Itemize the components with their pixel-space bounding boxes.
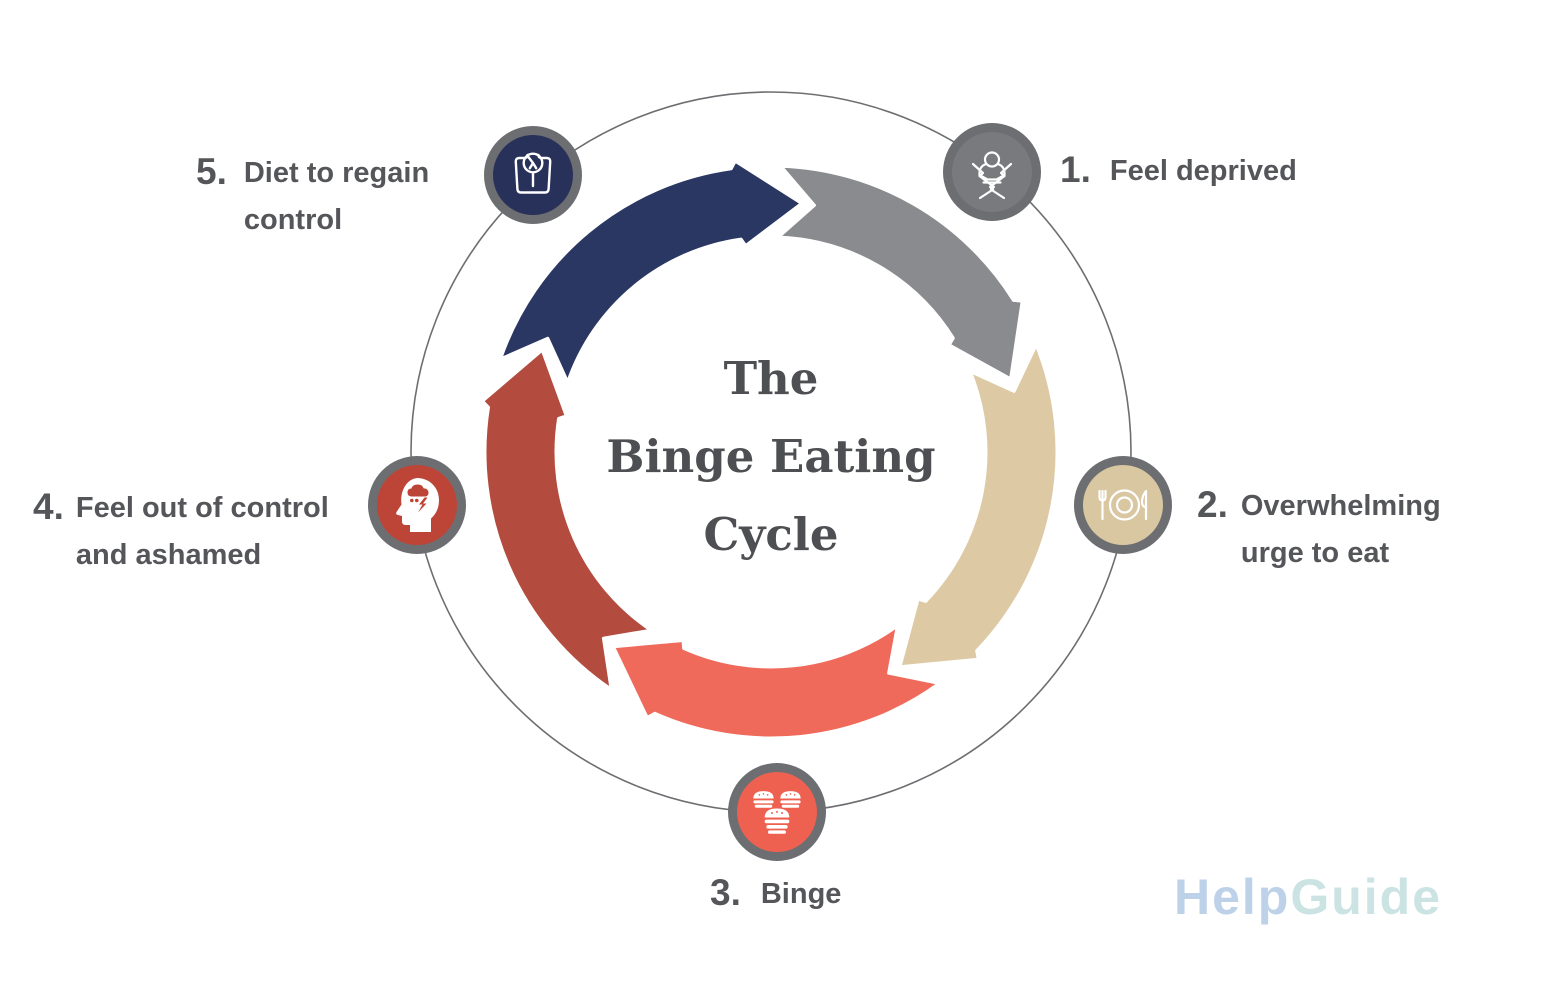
title-line-1: The — [723, 352, 819, 405]
logo-help-text: Help — [1174, 869, 1291, 925]
step-2-text-line-2: urge to eat — [1240, 537, 1390, 569]
step-3-number: 3. — [710, 872, 741, 913]
arrow-segment-4 — [481, 348, 653, 691]
step-1-text: Feel deprived — [1109, 155, 1297, 187]
step-2-label: 2. Overwhelming urge to eat — [1197, 483, 1441, 577]
logo-guide-text: Guide — [1290, 869, 1443, 925]
step-5-text-line-2: control — [243, 204, 343, 236]
step-5-text-line-1: Diet to regain — [243, 157, 430, 189]
weight-scale-icon — [514, 152, 552, 194]
badge-fill — [1083, 465, 1163, 545]
burgers-icon — [753, 791, 801, 834]
helpguide-logo: HelpGuide — [1174, 872, 1442, 922]
step-2-number: 2. — [1197, 484, 1228, 525]
step-3-badge — [728, 763, 826, 861]
title-line-3: Cycle — [703, 508, 839, 561]
step-5-number: 5. — [196, 151, 227, 192]
step-4-text-line-2: and ashamed — [75, 539, 262, 571]
step-1-badge — [943, 123, 1041, 221]
head-storm-icon — [396, 478, 439, 532]
arrow-segment-5 — [499, 159, 803, 384]
step-4-number: 4. — [33, 486, 64, 527]
step-4-text-line-1: Feel out of control — [75, 492, 329, 524]
cycle-title: The Binge Eating Cycle — [606, 340, 935, 574]
badge-fill — [952, 132, 1032, 212]
stressed-person-icon — [971, 151, 1013, 200]
arrow-segment-2 — [898, 343, 1059, 669]
step-4-badge — [368, 456, 466, 554]
step-2-text-line-1: Overwhelming — [1240, 490, 1441, 522]
step-2-badge — [1074, 456, 1172, 554]
arrow-segment-1 — [777, 164, 1024, 381]
step-1-number: 1. — [1060, 149, 1091, 190]
step-3-text: Binge — [760, 878, 842, 910]
title-line-2: Binge Eating — [606, 430, 936, 483]
step-1-label: 1. Feel deprived — [1060, 148, 1297, 195]
arrow-segment-3 — [611, 624, 941, 740]
plate-fork-knife-icon — [1098, 489, 1148, 521]
step-4-label: 4. Feel out of control and ashamed — [33, 485, 329, 579]
step-3-label: 3. Binge — [710, 871, 841, 918]
step-5-badge — [484, 126, 582, 224]
step-5-label: 5. Diet to regain control — [196, 150, 429, 244]
